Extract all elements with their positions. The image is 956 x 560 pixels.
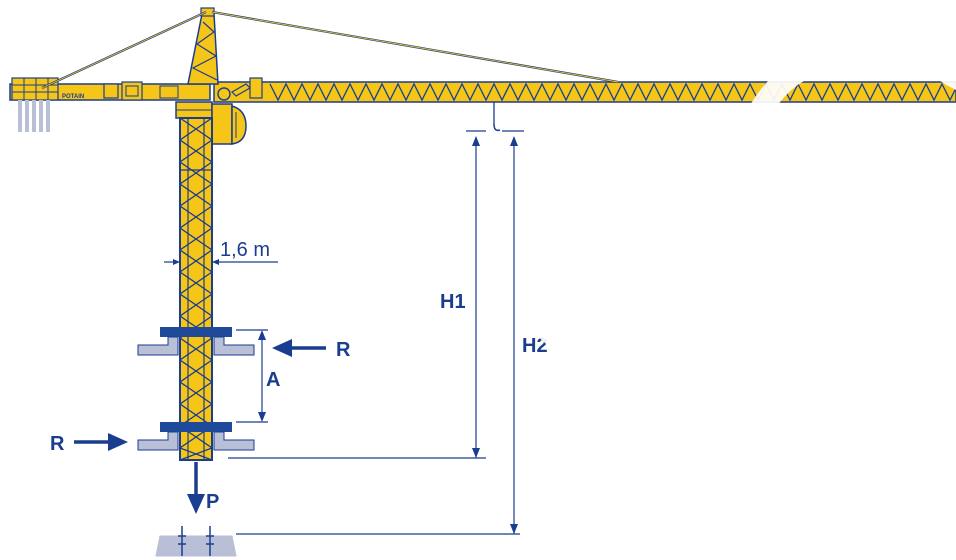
- upper-reaction-label: R: [336, 339, 351, 361]
- lower-collar: [137, 422, 255, 451]
- h2-dimension: H2: [236, 136, 548, 535]
- counterweights: [18, 100, 50, 132]
- vertical-load-label: P: [206, 491, 219, 513]
- watermark: T.COM: [487, 0, 956, 525]
- upper-reaction-arrow: R: [272, 339, 351, 361]
- slewing-unit: [175, 77, 263, 145]
- hook: [466, 102, 524, 132]
- counter-jib: POTAIN: [9, 77, 211, 101]
- lower-reaction-arrow: R: [50, 433, 128, 455]
- a-label: A: [266, 369, 280, 391]
- jib: [213, 81, 956, 103]
- a-dimension: A: [236, 329, 280, 423]
- tower-head: [41, 7, 619, 89]
- watermark-text: T.COM: [487, 0, 956, 525]
- h1-label: H1: [440, 291, 466, 313]
- lower-reaction-label: R: [50, 433, 65, 455]
- mast: [178, 117, 214, 461]
- brand-label: POTAIN: [62, 94, 84, 100]
- mast-width-label: 1,6 m: [220, 239, 270, 261]
- base-foundation: [155, 526, 237, 557]
- mast-width-dimension: 1,6 m: [164, 239, 278, 265]
- upper-collar: [137, 327, 255, 356]
- vertical-load-arrow: P: [187, 462, 219, 514]
- h1-dimension: H1: [228, 136, 486, 459]
- h2-label: H2: [522, 335, 548, 357]
